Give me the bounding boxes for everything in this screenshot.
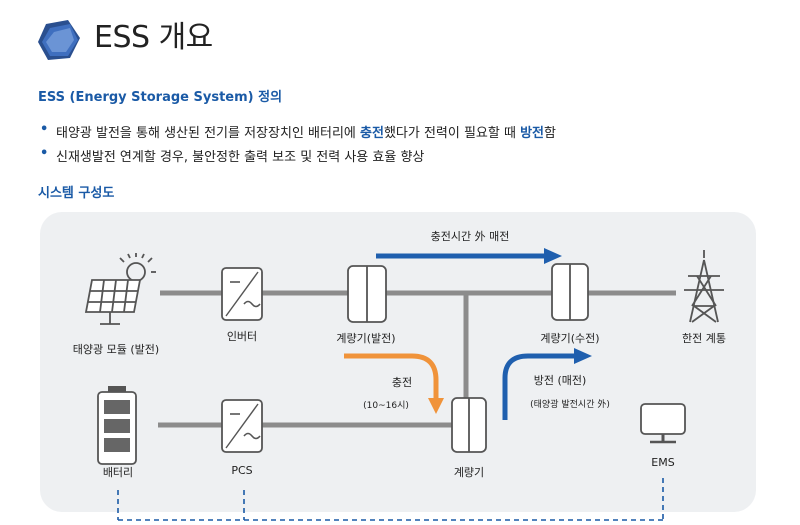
charge-arrow <box>344 353 444 414</box>
bullet-definition-2: • 신재생발전 연계할 경우, 불안정한 출력 보조 및 전력 사용 효율 향상 <box>40 146 425 165</box>
bullet-text: 함 <box>544 126 556 141</box>
inverter-icon <box>221 267 263 321</box>
meter-receive-icon <box>551 263 589 321</box>
charge-time-label: (10~16시) <box>363 400 409 411</box>
bullet-text: 신재생발전 연계할 경우, 불안정한 출력 보조 및 전력 사용 효율 향상 <box>56 150 425 165</box>
meter-generation-icon <box>347 265 387 323</box>
grid-label: 한전 계통 <box>682 332 726 345</box>
wires <box>158 290 676 428</box>
definition-heading: ESS (Energy Storage System) 정의 <box>38 90 283 105</box>
bullet-text: 했다가 전력이 필요할 때 <box>383 126 521 141</box>
bullet-text: 태양광 발전을 통해 생산된 전기를 저장장치인 배터리에 <box>56 126 361 141</box>
bullet-definition-1: • 태양광 발전을 통해 생산된 전기를 저장장치인 배터리에 충전했다가 전력… <box>40 122 556 141</box>
discharge-arrow <box>502 348 592 420</box>
highlight-discharge: 방전 <box>520 126 544 141</box>
inverter-label: 인버터 <box>227 330 257 343</box>
meter-icon <box>451 397 487 453</box>
solar-label: 태양광 모듈 (발전) <box>73 343 159 356</box>
page-title: ESS 개요 <box>94 20 213 55</box>
diagram-panel <box>40 212 756 512</box>
ems-link <box>117 478 664 521</box>
meter-receive-label: 계량기(수전) <box>540 332 599 345</box>
charge-label: 충전 <box>392 376 412 389</box>
transmission-tower-icon <box>684 250 724 323</box>
pcs-icon <box>221 399 263 453</box>
ems-label: EMS <box>651 456 674 469</box>
logo-icon <box>36 18 82 62</box>
discharge-note-label: (태양광 발전시간 外) <box>530 398 610 410</box>
battery-label: 배터리 <box>103 466 133 479</box>
discharge-label: 방전 (매전) <box>534 374 587 387</box>
battery-icon <box>97 386 137 465</box>
meter-generation-label: 계량기(발전) <box>336 332 395 345</box>
system-heading: 시스템 구성도 <box>38 186 115 201</box>
meter-label: 계량기 <box>454 466 484 479</box>
offpeak-sell-arrow <box>376 248 562 264</box>
pcs-label: PCS <box>231 464 252 477</box>
solar-panel-icon <box>84 253 156 325</box>
offpeak-sell-label: 충전시간 外 매전 <box>431 230 510 243</box>
highlight-charge: 충전 <box>360 126 384 141</box>
ems-monitor-icon <box>640 403 686 444</box>
